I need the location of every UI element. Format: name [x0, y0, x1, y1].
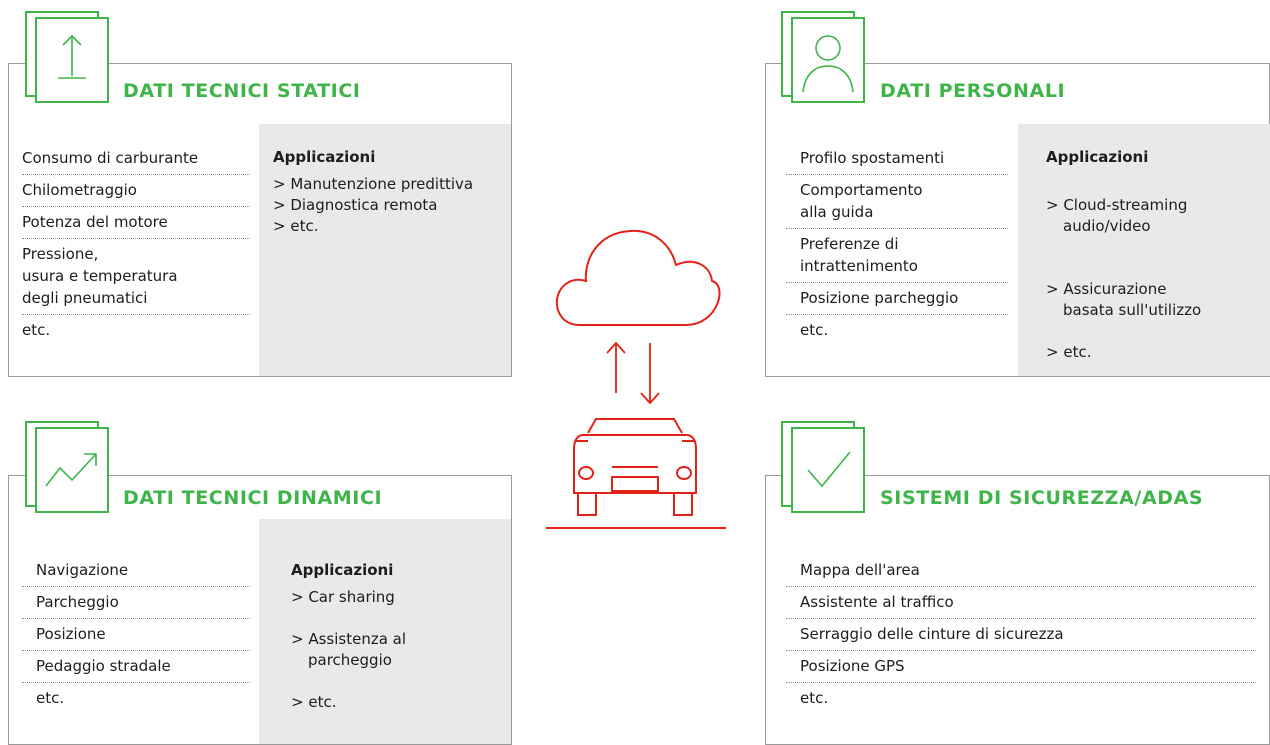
list-item: Posizione parcheggio	[786, 283, 1008, 315]
list-item: Parcheggio	[22, 587, 250, 619]
data-list: Consumo di carburante Chilometraggio Pot…	[22, 143, 250, 346]
panel-title: DATI TECNICI DINAMICI	[123, 487, 383, 509]
list-item: Preferenze di intrattenimento	[786, 229, 1008, 283]
list-item: Comportamento alla guida	[786, 175, 1008, 229]
cloud-icon	[555, 229, 721, 326]
list-item: etc.	[36, 689, 65, 707]
data-list: Mappa dell'area Assistente al traffico S…	[786, 555, 1256, 714]
applications-block: Applicazioni > Cloud-streaming audio/vid…	[1046, 147, 1266, 363]
list-item: Profilo spostamenti	[786, 143, 1008, 175]
list-item: Pressione, usura e temperatura degli pne…	[22, 239, 250, 315]
application-item: > Diagnostica remota	[273, 196, 438, 214]
data-list: Navigazione Parcheggio Posizione Pedaggi…	[22, 555, 250, 714]
trending-up-icon	[45, 453, 97, 487]
list-item: Consumo di carburante	[22, 143, 250, 175]
document-stack-icon	[781, 11, 865, 103]
list-item: Posizione GPS	[786, 651, 1256, 683]
list-item: Posizione	[22, 619, 250, 651]
panel-card	[765, 475, 1270, 745]
panel-title: SISTEMI DI SICUREZZA/ADAS	[880, 487, 1204, 509]
arrow-up-icon	[58, 34, 86, 79]
application-item: > etc.	[291, 693, 337, 711]
list-item: etc.	[22, 321, 51, 339]
application-item: > Car sharing	[291, 588, 395, 606]
applications-heading: Applicazioni	[291, 561, 394, 579]
applications-heading: Applicazioni	[273, 148, 376, 166]
application-item: > Assistenza al parcheggio	[291, 630, 407, 669]
panel-title: DATI PERSONALI	[880, 80, 1066, 102]
car-icon	[546, 418, 726, 529]
download-arrow-icon	[640, 343, 660, 405]
application-item: > Cloud-streaming audio/video	[1046, 196, 1188, 235]
list-item: Navigazione	[22, 555, 250, 587]
list-item: Mappa dell'area	[786, 555, 1256, 587]
person-icon	[802, 35, 854, 93]
applications-block: Applicazioni > Car sharing > Assistenza …	[291, 560, 505, 713]
document-stack-icon	[25, 11, 109, 103]
applications-background	[259, 124, 511, 376]
list-item: Serraggio delle cinture di sicurezza	[786, 619, 1256, 651]
applications-background	[259, 519, 511, 744]
list-item: etc.	[800, 689, 829, 707]
applications-heading: Applicazioni	[1046, 148, 1149, 166]
upload-arrow-icon	[606, 341, 626, 393]
list-item: Assistente al traffico	[786, 587, 1256, 619]
list-item: Potenza del motore	[22, 207, 250, 239]
list-item: Pedaggio stradale	[22, 651, 250, 683]
document-stack-icon	[781, 421, 865, 513]
panel-title: DATI TECNICI STATICI	[123, 80, 361, 102]
data-list: Profilo spostamenti Comportamento alla g…	[786, 143, 1008, 346]
application-item: > etc.	[1046, 343, 1092, 361]
application-item: > Assicurazione basata sull'utilizzo	[1046, 280, 1202, 319]
list-item: etc.	[800, 321, 829, 339]
list-item: Chilometraggio	[22, 175, 250, 207]
applications-background	[1018, 124, 1270, 376]
applications-block: Applicazioni > Manutenzione predittiva >…	[273, 147, 509, 237]
checkmark-icon	[807, 451, 851, 488]
document-stack-icon	[25, 421, 109, 513]
application-item: > Manutenzione predittiva	[273, 175, 474, 193]
cloud-car-graphic	[546, 229, 726, 529]
application-item: > etc.	[273, 217, 319, 235]
